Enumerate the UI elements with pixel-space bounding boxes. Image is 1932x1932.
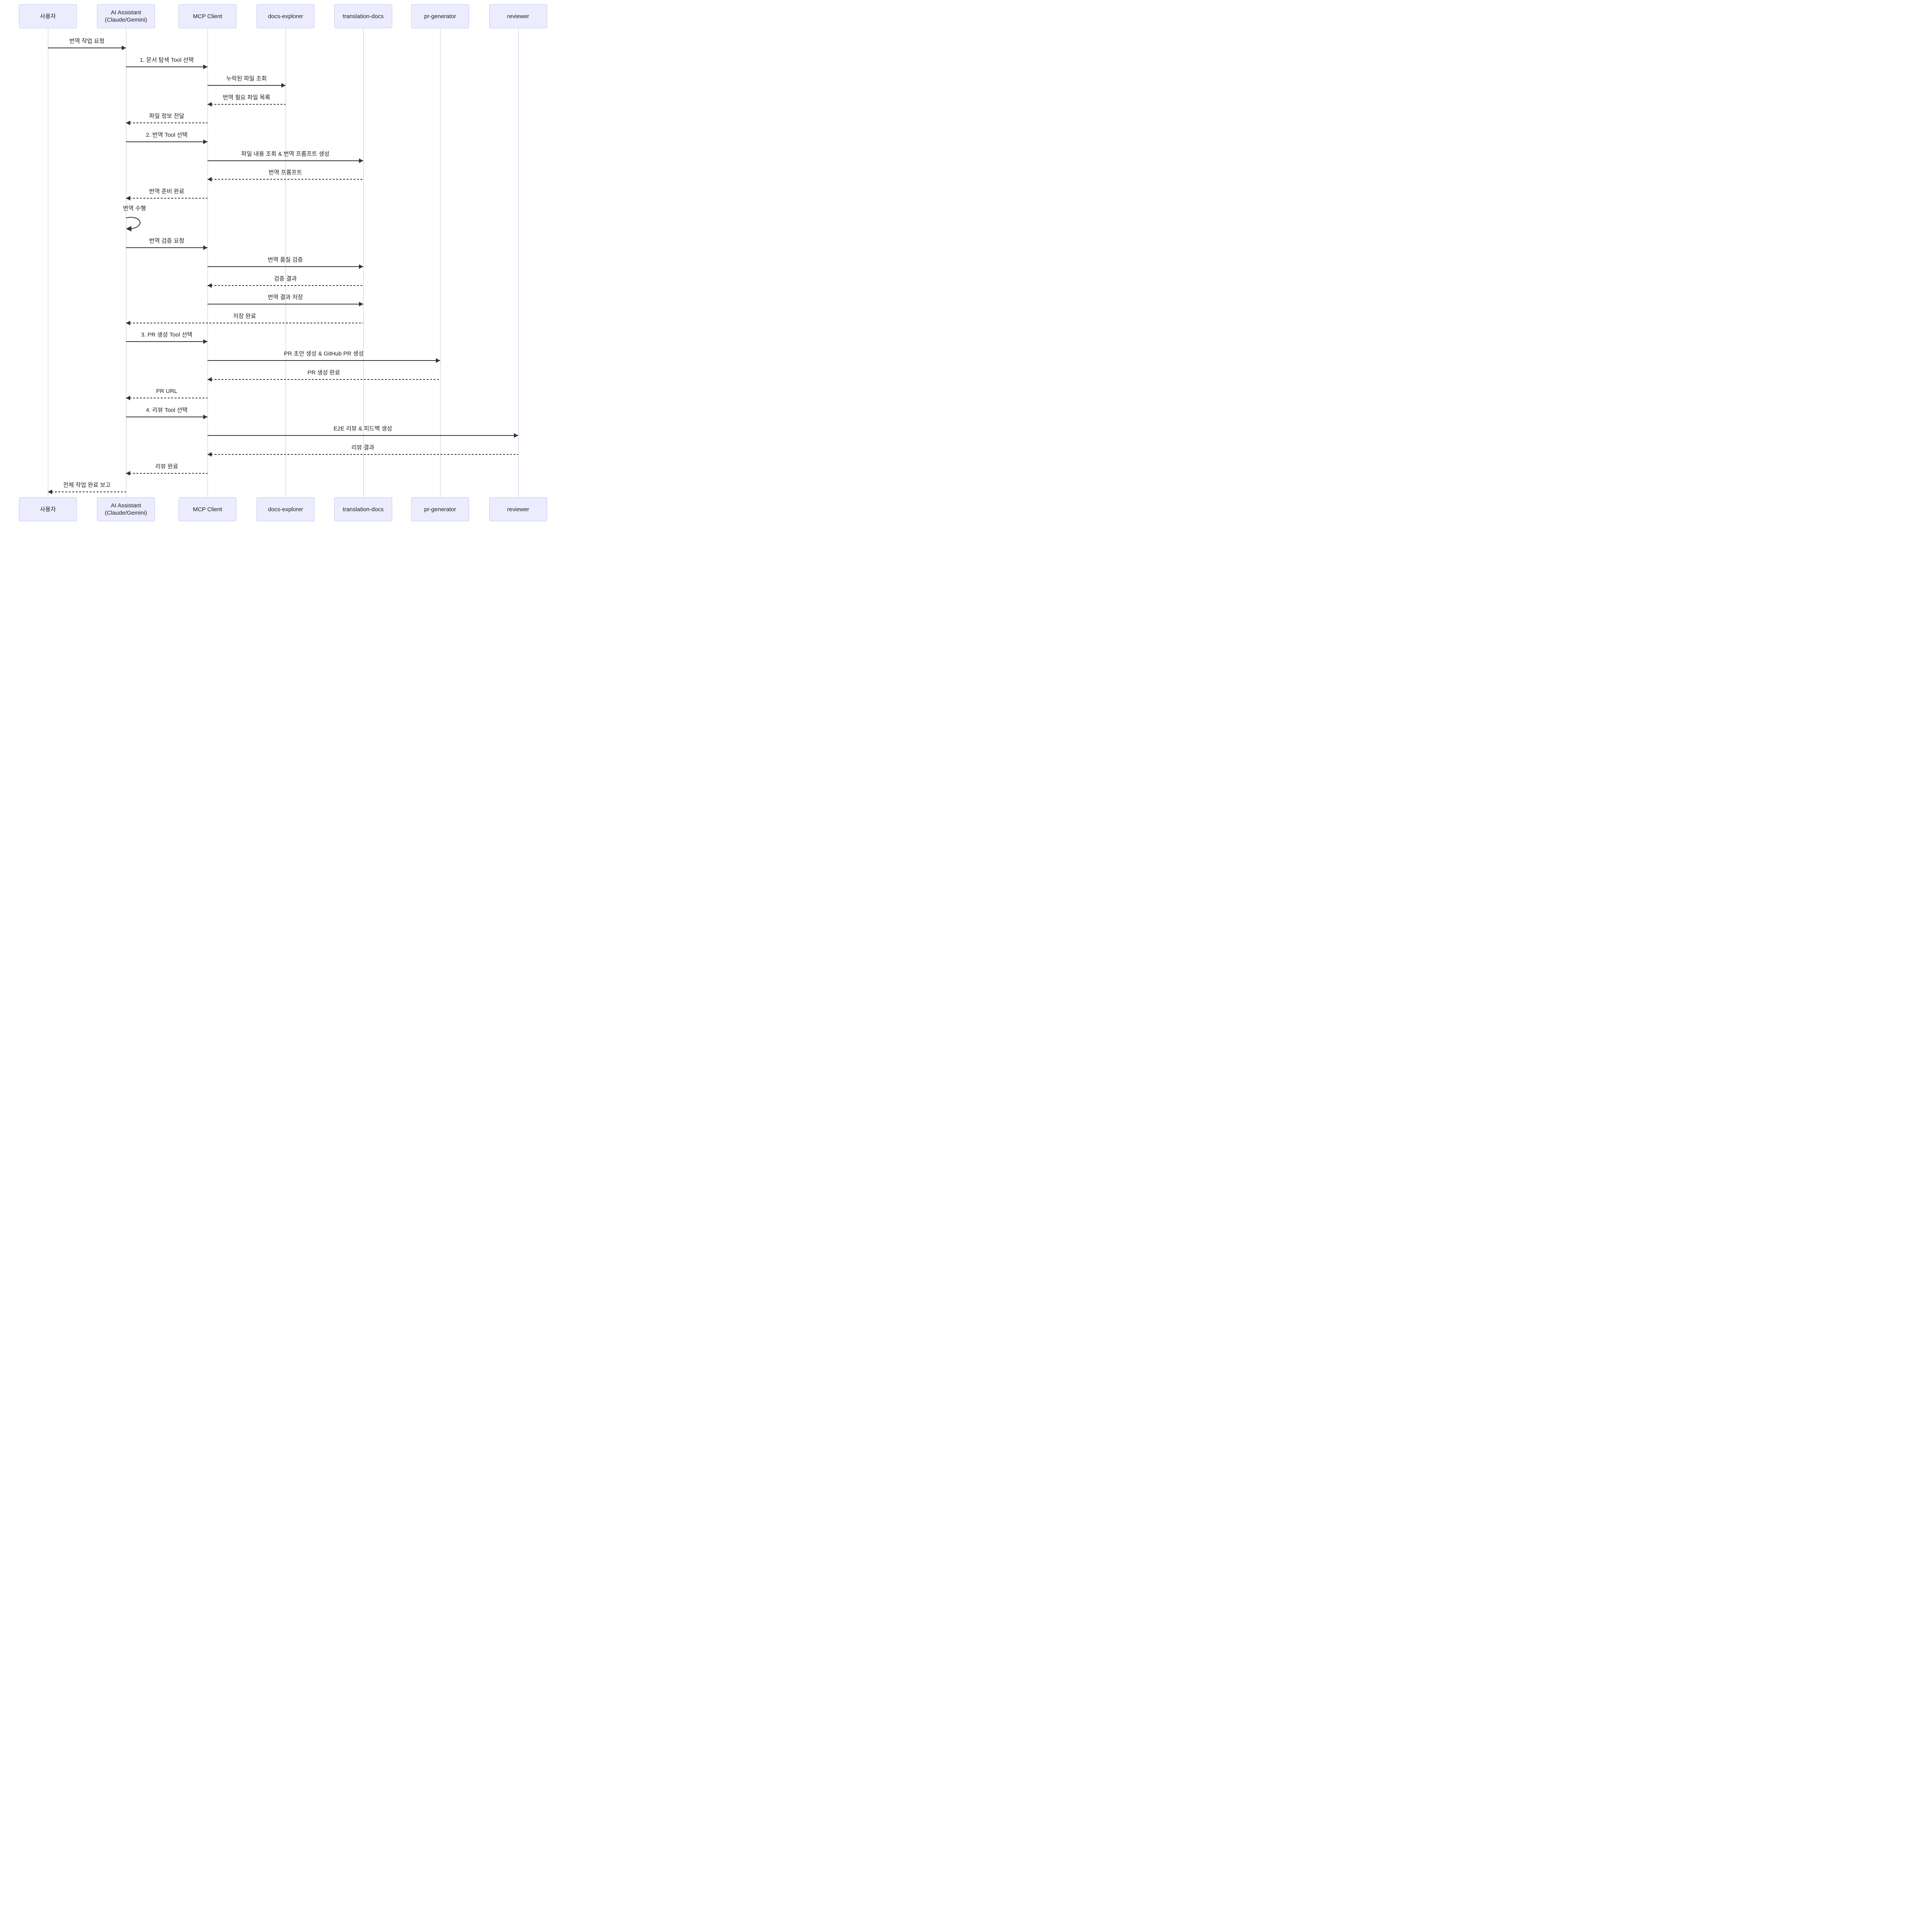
message-label: PR 생성 완료 bbox=[307, 369, 340, 376]
actor-box-top-docs-explorer: docs-explorer bbox=[257, 4, 315, 28]
message-line bbox=[126, 247, 207, 248]
actor-label-reviewer-line0: reviewer bbox=[507, 506, 529, 513]
actor-label-ai-assistant-line0: AI Assistant bbox=[111, 502, 141, 509]
message-label: 2. 번역 Tool 선택 bbox=[146, 132, 188, 138]
message-line bbox=[207, 179, 363, 180]
message-line bbox=[207, 85, 286, 86]
arrowhead-icon bbox=[203, 64, 207, 69]
message-line bbox=[207, 160, 363, 161]
message-label: 번역 품질 검증 bbox=[267, 257, 303, 263]
arrowhead-icon bbox=[359, 302, 363, 307]
actor-box-top-mcp-client: MCP Client bbox=[179, 4, 236, 28]
actor-label-ai-assistant-line0: AI Assistant bbox=[111, 9, 141, 16]
message-line bbox=[207, 266, 363, 267]
arrowhead-icon bbox=[203, 339, 207, 344]
actor-box-bottom-docs-explorer: docs-explorer bbox=[257, 497, 315, 521]
message-label: 4. 리뷰 Tool 선택 bbox=[146, 406, 188, 413]
arrowhead-icon bbox=[207, 452, 212, 457]
arrowhead-icon bbox=[359, 264, 363, 269]
message-label: 3. PR 생성 Tool 선택 bbox=[141, 332, 192, 338]
message-label: PR URL bbox=[156, 388, 177, 395]
message-line bbox=[207, 454, 518, 455]
message-label: 전체 작업 완료 보고 bbox=[63, 482, 111, 489]
arrowhead-icon bbox=[126, 396, 130, 401]
arrowhead-icon bbox=[359, 158, 363, 163]
message-line bbox=[126, 122, 207, 124]
actor-label-ai-assistant-line1: (Claude/Gemini) bbox=[105, 17, 147, 23]
arrowhead-icon bbox=[514, 433, 518, 438]
actor-box-top-user: 사용자 bbox=[19, 4, 77, 28]
actor-box-bottom-pr-generator: pr-generator bbox=[411, 497, 469, 521]
actor-label-reviewer-line0: reviewer bbox=[507, 13, 529, 20]
message-label: 누락된 파일 조회 bbox=[226, 75, 267, 82]
message-label: 파일 정보 전달 bbox=[149, 113, 185, 120]
arrowhead-icon bbox=[436, 358, 440, 363]
message-label: 번역 필요 파일 목록 bbox=[223, 94, 270, 101]
message-line bbox=[207, 379, 440, 380]
message-label: 리뷰 완료 bbox=[155, 463, 179, 470]
message-label: 파일 내용 조회 & 번역 프롬프트 생성 bbox=[241, 150, 330, 157]
message-label: 번역 작업 요청 bbox=[69, 38, 105, 44]
arrowhead-icon bbox=[48, 490, 52, 495]
message-line bbox=[207, 285, 363, 286]
actor-box-top-pr-generator: pr-generator bbox=[411, 4, 469, 28]
actor-box-bottom-mcp-client: MCP Client bbox=[179, 497, 236, 521]
actor-box-bottom-reviewer: reviewer bbox=[489, 497, 547, 521]
message-line bbox=[207, 104, 286, 105]
arrowhead-icon bbox=[203, 414, 207, 419]
arrowhead-icon bbox=[122, 46, 126, 50]
arrowhead-icon bbox=[126, 320, 130, 325]
message-label: 번역 결과 저장 bbox=[267, 294, 303, 301]
message-line bbox=[207, 435, 518, 436]
arrowhead-icon bbox=[281, 83, 286, 88]
actor-label-pr-generator-line0: pr-generator bbox=[424, 13, 456, 20]
actor-label-ai-assistant-line1: (Claude/Gemini) bbox=[105, 510, 147, 516]
arrowhead-icon bbox=[126, 471, 130, 476]
message-label: 저장 완료 bbox=[233, 313, 256, 320]
arrowhead-icon bbox=[203, 139, 207, 144]
message-label: E2E 리뷰 & 피드백 생성 bbox=[333, 425, 392, 432]
arrowhead-icon bbox=[203, 245, 207, 250]
message-label: PR 초안 생성 & GitHub PR 생성 bbox=[284, 350, 364, 357]
message-label: 번역 검증 요청 bbox=[149, 238, 185, 245]
actor-label-user-line0: 사용자 bbox=[40, 13, 56, 20]
message-label: 번역 준비 완료 bbox=[149, 188, 185, 195]
actor-box-top-reviewer: reviewer bbox=[489, 4, 547, 28]
actor-label-mcp-client-line0: MCP Client bbox=[193, 506, 222, 513]
self-loop-arrow bbox=[126, 217, 141, 232]
actor-label-mcp-client-line0: MCP Client bbox=[193, 13, 222, 20]
message-label: 리뷰 결과 bbox=[351, 444, 374, 451]
message-label: 번역 프롬프트 bbox=[269, 169, 302, 176]
lifeline-reviewer bbox=[518, 28, 519, 497]
actor-label-translation-docs-line0: translation-docs bbox=[343, 13, 384, 20]
actor-label-docs-explorer-line0: docs-explorer bbox=[268, 506, 303, 513]
actor-box-top-translation-docs: translation-docs bbox=[334, 4, 392, 28]
arrowhead-icon bbox=[207, 177, 212, 182]
actor-label-user-line0: 사용자 bbox=[40, 506, 56, 513]
message-label: 검증 결과 bbox=[274, 275, 297, 282]
arrowhead-icon bbox=[207, 102, 212, 107]
actor-box-bottom-ai-assistant: AI Assistant(Claude/Gemini) bbox=[97, 497, 155, 521]
actor-box-top-ai-assistant: AI Assistant(Claude/Gemini) bbox=[97, 4, 155, 28]
message-label: 1. 문서 탐색 Tool 선택 bbox=[139, 56, 194, 63]
lifeline-translation-docs bbox=[363, 28, 364, 497]
message-line bbox=[207, 360, 440, 361]
message-line bbox=[126, 66, 207, 67]
actor-label-pr-generator-line0: pr-generator bbox=[424, 506, 456, 513]
arrowhead-icon bbox=[207, 377, 212, 382]
actor-label-docs-explorer-line0: docs-explorer bbox=[268, 13, 303, 20]
actor-label-translation-docs-line0: translation-docs bbox=[343, 506, 384, 513]
arrowhead-icon bbox=[126, 121, 130, 126]
message-line bbox=[126, 341, 207, 342]
arrowhead-icon bbox=[126, 196, 130, 201]
message-line bbox=[126, 473, 207, 474]
message-line bbox=[126, 141, 207, 142]
message-line bbox=[126, 197, 207, 199]
actor-box-bottom-user: 사용자 bbox=[19, 497, 77, 521]
lifeline-mcp-client bbox=[207, 28, 208, 497]
arrowhead-icon bbox=[207, 283, 212, 288]
self-message-label: 번역 수행 bbox=[123, 205, 146, 212]
actor-box-bottom-translation-docs: translation-docs bbox=[334, 497, 392, 521]
